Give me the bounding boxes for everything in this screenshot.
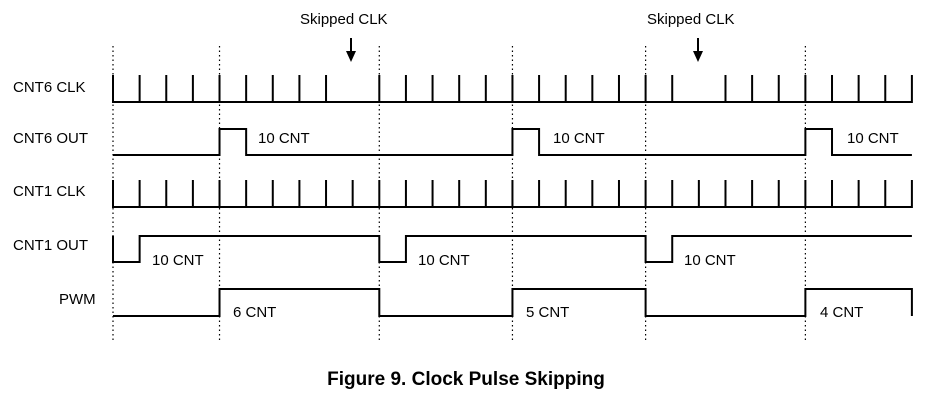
skipped-clk-label-2: Skipped CLK	[647, 11, 735, 28]
pwm-count-1: 6 CNT	[233, 304, 276, 321]
figure-caption: Figure 9. Clock Pulse Skipping	[327, 369, 605, 390]
pwm-count-2: 5 CNT	[526, 304, 569, 321]
waveform-cnt6-clk	[112, 75, 913, 103]
cnt6-out-count-3: 10 CNT	[847, 130, 899, 147]
signal-label-cnt6-clk: CNT6 CLK	[13, 79, 86, 96]
cnt1-out-count-3: 10 CNT	[684, 252, 736, 269]
down-arrow-icon	[346, 38, 356, 62]
cnt1-out-count-1: 10 CNT	[152, 252, 204, 269]
cnt6-out-count-1: 10 CNT	[258, 130, 310, 147]
signal-label-cnt6-out: CNT6 OUT	[13, 130, 88, 147]
cnt1-out-count-2: 10 CNT	[418, 252, 470, 269]
down-arrow-icon	[693, 38, 703, 62]
waveform-pwm	[113, 288, 913, 317]
signal-label-pwm: PWM	[59, 291, 96, 308]
waveform-cnt6-out	[113, 128, 912, 156]
skipped-clk-label-1: Skipped CLK	[300, 11, 388, 28]
waveform-cnt1-out	[112, 235, 912, 263]
signal-label-cnt1-clk: CNT1 CLK	[13, 183, 86, 200]
waveform-cnt1-clk	[112, 180, 913, 208]
signal-label-cnt1-out: CNT1 OUT	[13, 237, 88, 254]
cnt6-out-count-2: 10 CNT	[553, 130, 605, 147]
pwm-count-3: 4 CNT	[820, 304, 863, 321]
